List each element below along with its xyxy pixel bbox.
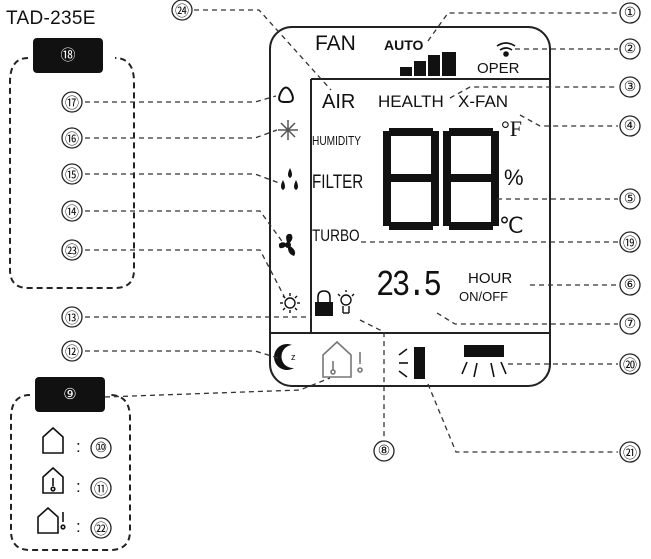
leader-12: [85, 350, 279, 359]
leader-14: [85, 210, 285, 245]
callout-6: ⑥: [623, 276, 637, 292]
leader-24: [194, 9, 332, 91]
fahrenheit-unit: °F: [501, 116, 523, 141]
house-sensor-icon: [322, 340, 363, 378]
svg-text:z: z: [291, 352, 296, 362]
callout-18: ⑱: [60, 47, 76, 64]
callout-11: ⑪: [94, 481, 108, 497]
light-bulb-icon: [337, 290, 355, 314]
leader-4: [519, 114, 618, 127]
callout-5: ⑤: [623, 190, 637, 206]
callout-23: ㉓: [65, 243, 79, 259]
health-label: HEALTH: [378, 92, 444, 111]
leader-17: [85, 95, 277, 103]
callout-10: ⑩: [94, 439, 108, 455]
leader-8: [359, 319, 385, 438]
onoff-label: ON/OFF: [459, 289, 509, 304]
leader-1: [427, 12, 618, 42]
xfan-label: X-FAN: [458, 92, 509, 111]
legend-colon: :: [76, 437, 81, 456]
bracket-lower: [10, 394, 131, 551]
leader-3: [449, 86, 618, 99]
callout-19: ⑲: [623, 235, 637, 251]
callout-circles: [61, 0, 641, 539]
lock-icon: [315, 290, 333, 316]
callout-18-box: ⑱: [33, 38, 103, 73]
water-drops-icon: [281, 168, 298, 190]
leader-9: [104, 377, 331, 398]
legend-house-outside-icon: [37, 506, 66, 534]
leader-16: [85, 129, 278, 139]
callout-2: ②: [623, 40, 637, 56]
snowflake-icon: [278, 120, 298, 140]
callout-9: ⑨: [63, 386, 77, 403]
filter-label: FILTER: [312, 172, 364, 193]
callout-4: ④: [623, 117, 637, 133]
oper-label: OPER: [477, 60, 520, 77]
hour-label: HOUR: [468, 270, 513, 287]
callout-1: ①: [623, 4, 637, 20]
humidity-label: HUMIDITY: [312, 133, 362, 148]
legend-colon: :: [76, 477, 81, 496]
callout-12: ⑫: [65, 344, 79, 360]
sleep-moon-icon: z: [274, 344, 296, 371]
callout-17: ⑰: [65, 95, 79, 111]
callout-8: ⑧: [377, 442, 391, 458]
leader-7: [436, 312, 618, 325]
callout-20: ⑳: [623, 357, 637, 373]
model-title: TAD-235E: [6, 8, 96, 29]
big-digits-display: [383, 128, 499, 230]
callout-16: ⑯: [65, 131, 79, 147]
callout-14: ⑭: [65, 204, 79, 220]
callout-9-box: ⑨: [35, 377, 105, 412]
callout-22: ㉒: [94, 521, 108, 537]
callout-21: ㉑: [623, 445, 637, 461]
celsius-unit: ℃: [499, 213, 524, 238]
callout-13: ⑬: [65, 310, 79, 326]
lcd-panel: [269, 26, 551, 387]
wifi-icon: [496, 42, 516, 57]
sun-icon: [280, 293, 300, 313]
callout-15: ⑮: [65, 167, 79, 183]
legend-colon: :: [76, 517, 81, 536]
turbo-label: TURBO: [312, 226, 360, 245]
swing-louver-icon: [398, 347, 425, 379]
callout-3: ③: [623, 78, 637, 94]
bracket-upper: [9, 57, 135, 289]
fan-icon: [278, 233, 296, 256]
leader-23: [85, 249, 286, 299]
leader-15: [85, 173, 283, 185]
callout-7: ⑦: [623, 315, 637, 331]
fan-speed-bars-icon: [400, 52, 456, 76]
air-label: AIR: [322, 91, 356, 113]
temperature-readout: 23.5: [376, 265, 442, 306]
percent-unit: %: [504, 165, 524, 190]
legend-house-sensor-icon: [42, 466, 64, 494]
callout-24: ㉔: [175, 3, 189, 19]
vertical-swing-icon: [461, 345, 507, 378]
leader-21: [427, 383, 618, 453]
leader-lines: [85, 9, 618, 453]
fan-label: FAN: [315, 32, 356, 55]
legend-house-plain-icon: [42, 426, 64, 454]
warning-triangle-icon: [278, 86, 294, 103]
auto-label: AUTO: [384, 37, 424, 53]
